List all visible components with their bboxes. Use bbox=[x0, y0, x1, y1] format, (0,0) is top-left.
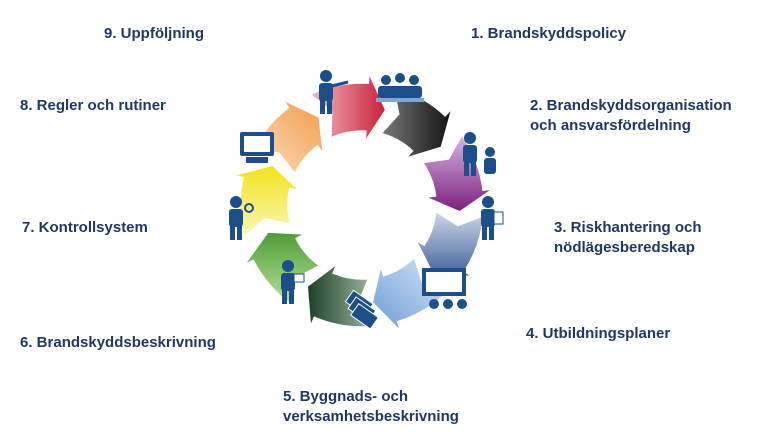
step-3-label: 3. Riskhantering och nödlägesberedskap bbox=[554, 218, 702, 258]
cycle-arrow-4 bbox=[371, 255, 450, 332]
step-8-line-1: 8. Regler och rutiner bbox=[20, 97, 166, 114]
step-2-label: 2. Brandskyddsorganisation och ansvarsfö… bbox=[530, 96, 732, 136]
step-7-line-1: 7. Kontrollsystem bbox=[22, 219, 148, 236]
step-1-label: 1. Brandskyddspolicy bbox=[471, 24, 626, 44]
step-1-line-1: 1. Brandskyddspolicy bbox=[471, 25, 627, 42]
step-9-line-1: 9. Uppföljning bbox=[104, 25, 204, 42]
cycle-arrow-6 bbox=[243, 231, 321, 307]
cycle-arrow-3 bbox=[413, 210, 485, 278]
presentation-icon bbox=[422, 268, 467, 309]
person-with-sign-icon bbox=[281, 260, 305, 304]
step-3-line-2: nödlägesberedskap bbox=[554, 239, 695, 256]
computer-icon bbox=[240, 132, 274, 163]
step-2-line-2: och ansvarsfördelning bbox=[530, 117, 691, 134]
step-4-label: 4. Utbildningsplaner bbox=[526, 324, 670, 344]
person-pointing-icon bbox=[319, 70, 349, 114]
step-5-label: 5. Byggnads- och verksamhetsbeskrivning bbox=[283, 387, 459, 427]
step-6-line-1: 6. Brandskyddsbeskrivning bbox=[20, 334, 216, 351]
step-3-line-1: 3. Riskhantering och bbox=[554, 219, 702, 236]
step-5-line-2: verksamhetsbeskrivning bbox=[283, 408, 459, 425]
step-8-label: 8. Regler och rutiner bbox=[20, 96, 166, 116]
magnifier-person-icon bbox=[229, 196, 254, 240]
step-4-line-1: 4. Utbildningsplaner bbox=[526, 325, 671, 342]
team-icon bbox=[463, 132, 496, 176]
meeting-icon bbox=[376, 73, 424, 102]
step-5-line-1: 5. Byggnads- och bbox=[283, 388, 409, 405]
step-7-label: 7. Kontrollsystem bbox=[22, 218, 148, 238]
step-6-label: 6. Brandskyddsbeskrivning bbox=[20, 333, 216, 353]
step-9-label: 9. Uppföljning bbox=[104, 24, 204, 44]
documents-icon bbox=[344, 289, 380, 330]
step-2-line-1: 2. Brandskyddsorganisation bbox=[530, 97, 732, 114]
person-clipboard-icon bbox=[481, 196, 504, 240]
cycle-arrow-7 bbox=[233, 164, 303, 238]
